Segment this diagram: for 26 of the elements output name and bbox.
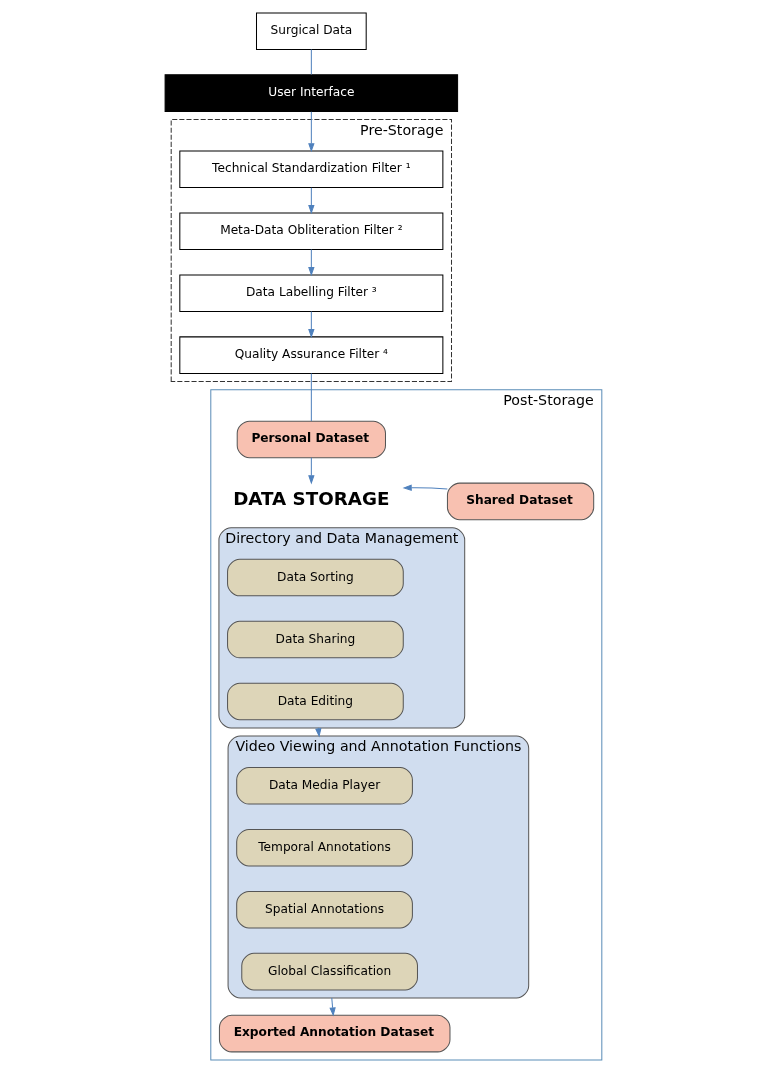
arrow [402, 484, 448, 491]
node-box: Personal Dataset [236, 420, 386, 459]
arrow [308, 457, 315, 485]
node-box: Quality Assurance Filter ⁴ [179, 336, 444, 374]
arrow [308, 311, 315, 339]
node-box: Data Editing [227, 682, 404, 721]
connector [310, 49, 312, 76]
node-box: Meta-Data Obliteration Filter ² [179, 212, 444, 251]
node-box: User Interface [164, 74, 459, 112]
arrow [308, 187, 315, 215]
arrow [308, 249, 315, 277]
connector [310, 373, 312, 422]
node-box: Surgical Data [256, 12, 367, 50]
node-box: Shared Dataset [446, 482, 595, 521]
node-box: Spatial Annotations [236, 890, 413, 929]
arrow [329, 997, 336, 1017]
node-box: Global Classification [241, 952, 418, 991]
node-box: Temporal Annotations [236, 828, 413, 867]
node-box: Exported Annotation Dataset [218, 1014, 451, 1053]
node-box: Data Media Player [236, 767, 413, 805]
node-box: Data Labelling Filter ³ [179, 274, 444, 312]
arrow [308, 111, 315, 153]
node-box: Data Sorting [227, 558, 404, 597]
node-box: Technical Standardization Filter ¹ [179, 150, 444, 189]
node-box: Data Sharing [227, 620, 404, 659]
node-text: DATA STORAGE [233, 487, 390, 509]
